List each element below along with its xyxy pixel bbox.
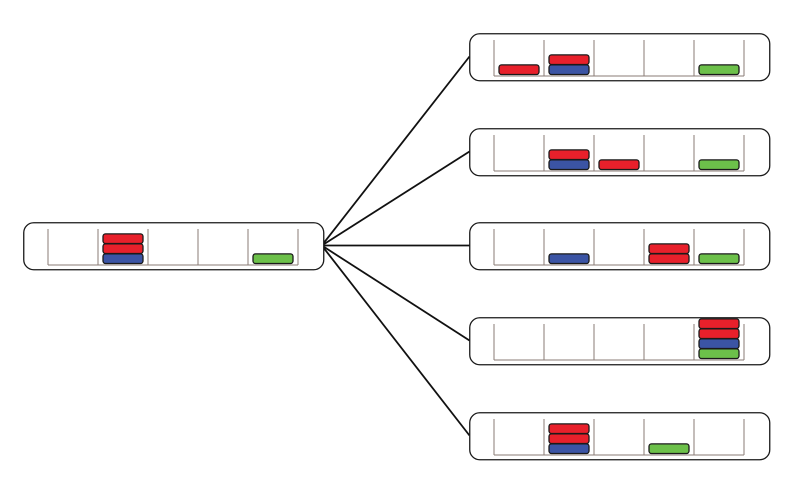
red-chip [548,433,590,445]
state-box-outline [469,128,771,177]
state-box-next-state-4 [469,317,771,366]
red-chip [598,159,640,171]
state-box-next-state-2 [469,128,771,177]
state-box-outline [469,33,771,82]
red-chip [548,423,590,435]
state-box-next-state-3 [469,222,771,271]
transition-edge [323,246,470,342]
red-chip [548,149,590,161]
state-box-outline [23,222,325,271]
green-chip [698,159,740,171]
green-chip [698,253,740,265]
green-chip [698,348,740,360]
blue-chip [548,253,590,265]
red-chip [498,64,540,76]
state-box-next-state-5 [469,412,771,461]
blue-chip [548,159,590,171]
red-chip [102,243,144,255]
state-box-initial-state [23,222,325,271]
state-box-next-state-1 [469,33,771,82]
red-chip [648,253,690,265]
red-chip [102,233,144,245]
state-box-outline [469,317,771,366]
red-chip [648,243,690,255]
blue-chip [548,64,590,76]
state-box-outline [469,222,771,271]
red-chip [698,318,740,330]
green-chip [252,253,294,265]
blue-chip [698,338,740,350]
blue-chip [548,443,590,455]
state-boxes-layer [23,33,771,461]
edges-layer [323,55,471,437]
blue-chip [102,253,144,265]
green-chip [648,443,690,455]
transition-edge [323,55,471,244]
state-box-outline [469,412,771,461]
transition-edge [323,150,470,245]
transition-edge [323,247,471,437]
red-chip [548,54,590,66]
red-chip [698,328,740,340]
green-chip [698,64,740,76]
